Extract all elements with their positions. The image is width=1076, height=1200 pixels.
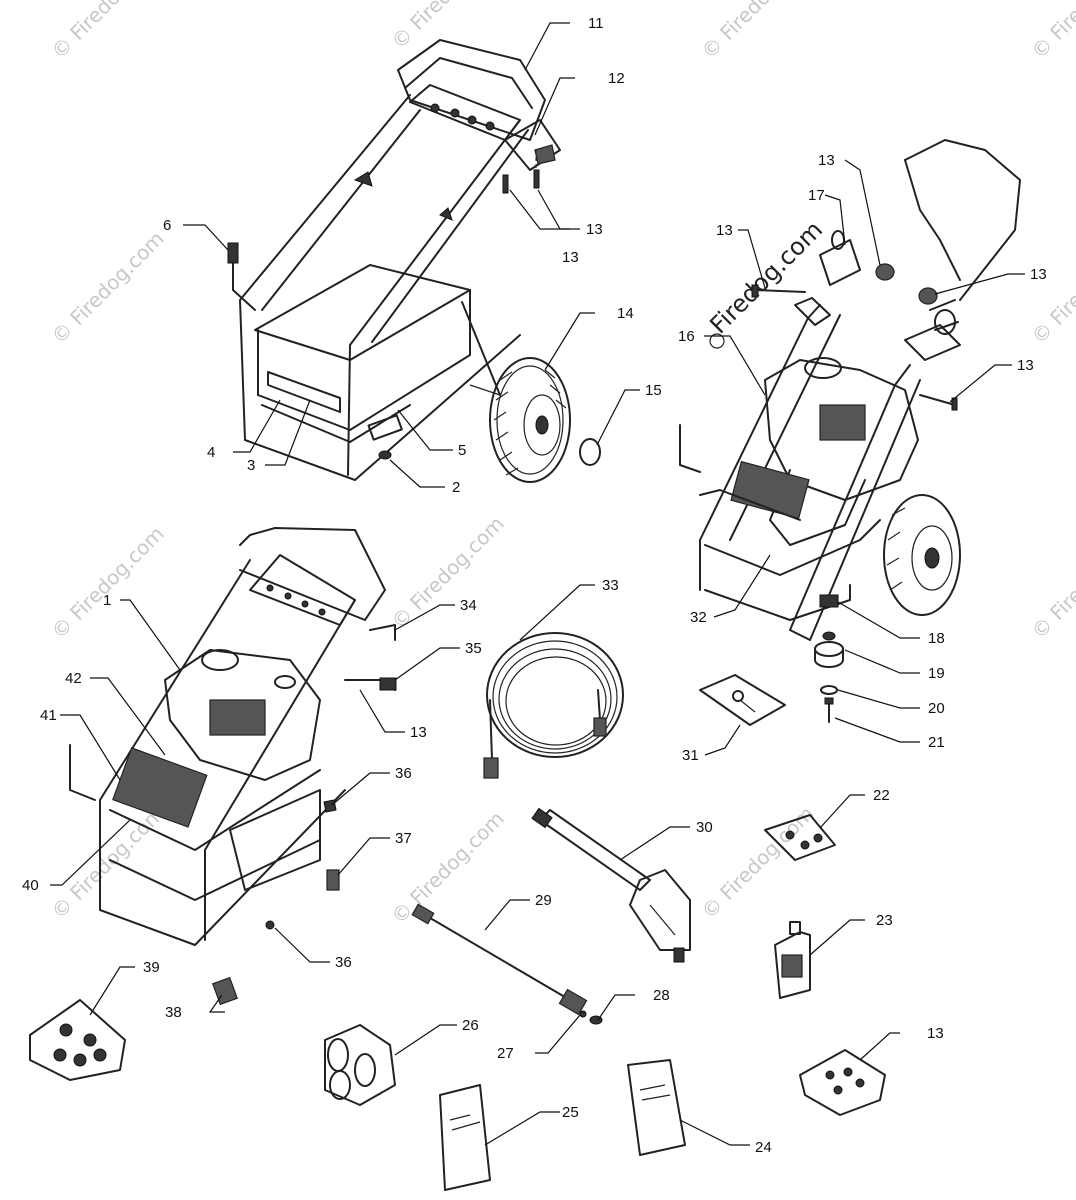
watermark: © Firedog.com [47,0,169,64]
callout-32: 32 [690,609,707,626]
callout-11: 11 [588,15,604,32]
callout-4: 4 [207,444,215,461]
callout-38: 38 [165,1004,182,1021]
callout-13: 13 [1017,357,1034,374]
watermark: © Firedog.com [697,801,819,923]
callout-23: 23 [876,912,893,929]
manuals [439,1059,686,1191]
copyright-circle [709,333,725,349]
frame-assembly-top [227,39,561,481]
callout-34: 34 [460,597,477,614]
watermark: © Firedog.com [1027,521,1076,643]
callout-19: 19 [928,665,945,682]
callout-12: 12 [608,70,625,87]
callout-17: 17 [808,187,825,204]
callout-13: 13 [586,221,603,238]
watermark: © Firedog.com [47,521,169,643]
watermark: © Firedog.com [47,801,169,923]
assembled-unit-left [69,527,397,1006]
callout-37: 37 [395,830,412,847]
callouts: 11 12 13 13 6 14 15 4 3 5 2 13 17 13 13 … [22,15,1047,1156]
callout-36: 36 [395,765,412,782]
callout-14: 14 [617,305,634,322]
callout-3: 3 [247,457,255,474]
callout-2: 2 [452,479,460,496]
hardware-bag-39 [29,999,126,1081]
watermark: © Firedog.com [1027,0,1076,64]
callout-13: 13 [562,249,579,266]
callout-13: 13 [927,1025,944,1042]
callout-42: 42 [65,670,82,687]
callout-40: 40 [22,877,39,894]
leader-lines [50,22,1025,1146]
callout-21: 21 [928,734,945,751]
callout-33: 33 [602,577,619,594]
wand-29 [411,903,603,1025]
callout-41: 41 [40,707,57,724]
watermark: © Firedog.com [47,226,169,348]
callout-1: 1 [103,592,111,609]
callout-13: 13 [716,222,733,239]
hardware-bag-22 [764,814,836,861]
callout-22: 22 [873,787,890,804]
callout-18: 18 [928,630,945,647]
nozzle-holder-26 [324,1024,396,1106]
watermark: © Firedog.com [387,511,509,633]
callout-20: 20 [928,700,945,717]
hardware-bag-13 [799,1049,886,1116]
callout-6: 6 [163,217,171,234]
callout-36: 36 [335,954,352,971]
callout-39: 39 [143,959,160,976]
watermark: © Firedog.com [387,806,509,928]
watermark: © Firedog.com [697,0,819,64]
callout-5: 5 [458,442,466,459]
callout-24: 24 [755,1139,772,1156]
callout-25: 25 [562,1104,579,1121]
callout-26: 26 [462,1017,479,1034]
callout-35: 35 [465,640,482,657]
callout-13: 13 [1030,266,1047,283]
wheel-top [489,357,601,483]
callout-28: 28 [653,987,670,1004]
watermark: © Firedog.com [1027,226,1076,348]
hose-coil-33 [483,632,624,779]
callout-16: 16 [678,328,695,345]
watermark: © Firedog.com [387,0,509,54]
tag-31 [699,674,786,726]
callout-13: 13 [410,724,427,741]
callout-29: 29 [535,892,552,909]
callout-27: 27 [497,1045,514,1062]
callout-15: 15 [645,382,662,399]
assembled-unit-right [679,139,1021,723]
oil-bottle-23 [774,921,811,999]
callout-30: 30 [696,819,713,836]
callout-13: 13 [818,152,835,169]
spray-gun-30 [531,807,691,963]
callout-31: 31 [682,747,699,764]
